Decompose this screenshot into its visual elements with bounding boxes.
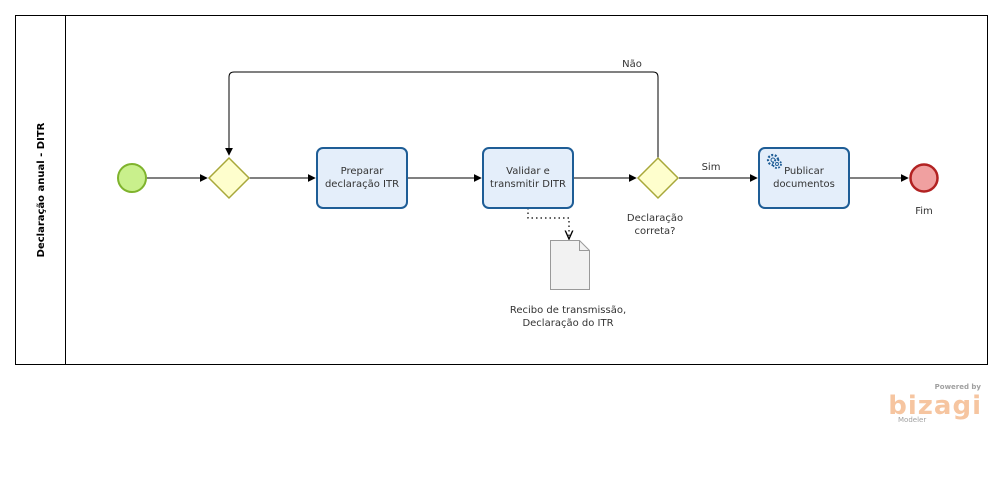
task-preparar-line2: declaração ITR: [325, 179, 399, 190]
task-preparar-box[interactable]: [316, 147, 408, 209]
start-event[interactable]: [117, 163, 147, 193]
task-validar-line2: transmitir DITR: [490, 179, 566, 190]
task-preparar[interactable]: Preparar declaração ITR: [316, 147, 408, 209]
association-validar-to-artifact[interactable]: [527, 208, 569, 239]
decision-gateway[interactable]: [636, 156, 680, 200]
decision-label-line1: Declaração: [627, 213, 683, 224]
task-publicar-box[interactable]: [758, 147, 850, 209]
task-validar-box[interactable]: [482, 147, 574, 209]
merge-gateway[interactable]: [207, 156, 251, 200]
branding-powered-by: Powered by: [935, 383, 982, 391]
task-preparar-line1: Preparar: [341, 166, 385, 177]
decision-label-line2: correta?: [635, 226, 676, 237]
gear-icon: [766, 153, 782, 169]
artifact-label-line1: Recibo de transmissão,: [510, 305, 626, 316]
flow-decision-no-loop[interactable]: [225, 71, 659, 158]
branding-product: Modeler: [898, 416, 926, 424]
document-fold: [579, 240, 590, 251]
lane-label[interactable]: Declaração anual - DITR: [36, 122, 47, 257]
task-publicar-line2: documentos: [773, 179, 835, 190]
bizagi-logo: bizagi: [888, 391, 982, 421]
flow-label-no: Não: [622, 59, 642, 70]
task-validar[interactable]: Validar e transmitir DITR: [482, 147, 574, 209]
artifact-label-line2: Declaração do ITR: [522, 318, 613, 329]
task-validar-line1: Validar e: [506, 166, 550, 177]
end-event-label: Fim: [915, 206, 933, 217]
end-event[interactable]: [909, 163, 939, 193]
task-publicar-line1: Publicar: [784, 166, 825, 177]
document-icon[interactable]: [550, 240, 590, 290]
flow-label-yes: Sim: [702, 162, 721, 173]
task-publicar[interactable]: Publicar documentos: [758, 147, 850, 209]
